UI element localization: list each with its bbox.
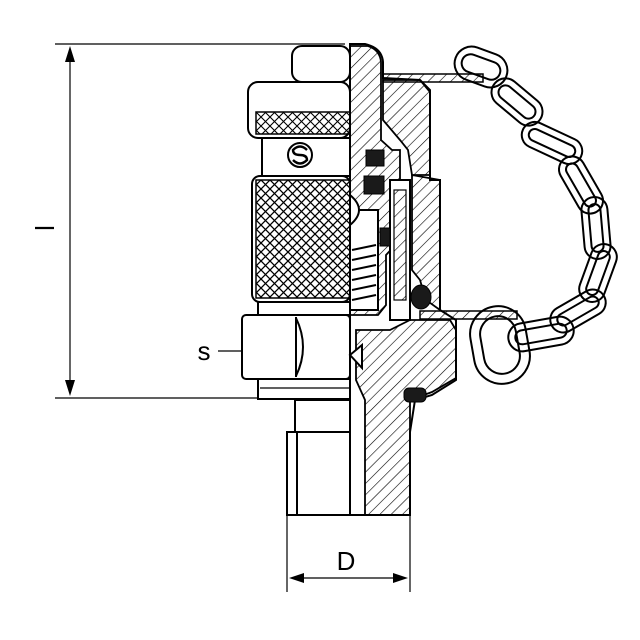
chain-link xyxy=(507,315,575,353)
chain xyxy=(453,45,618,385)
chain-link xyxy=(469,305,531,385)
seals xyxy=(363,149,432,403)
length-label: l xyxy=(29,225,59,231)
wrench-label: s xyxy=(198,336,211,366)
s-logo-icon xyxy=(287,142,313,168)
dimension-diameter: D xyxy=(286,515,411,592)
chain-link xyxy=(453,45,509,89)
hex-body xyxy=(241,314,351,400)
chain-link xyxy=(578,243,618,303)
chain-link xyxy=(558,155,604,215)
valve-spring xyxy=(348,192,379,371)
knurled-sleeve xyxy=(247,45,351,316)
chain-link xyxy=(549,288,607,334)
dimension-length: l xyxy=(29,43,345,399)
diameter-label: D xyxy=(337,546,356,576)
section-view xyxy=(349,43,457,516)
chain-link xyxy=(490,77,544,127)
chain-link xyxy=(520,120,584,166)
chain-link xyxy=(580,196,612,260)
